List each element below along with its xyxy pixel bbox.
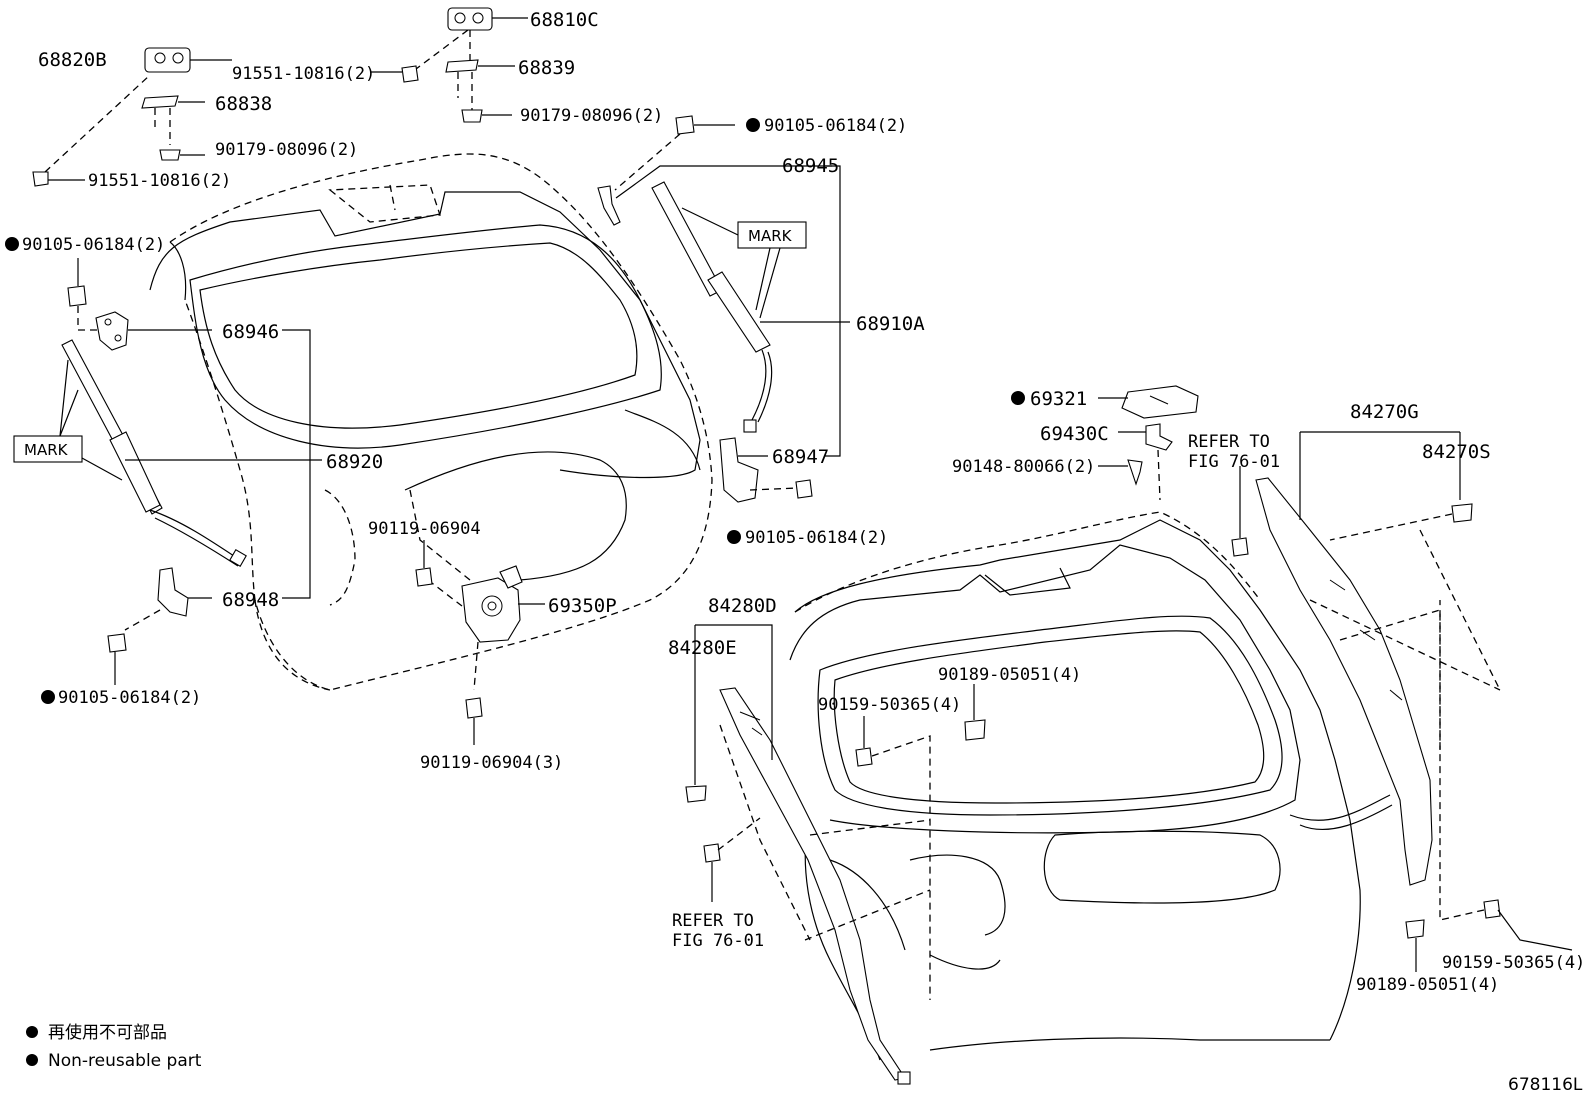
label-68945: 68945: [782, 155, 839, 177]
label-68910A: 68910A: [856, 313, 925, 335]
nut-90179-left: [159, 149, 205, 161]
hinge-68810C: [411, 7, 528, 73]
dash-guide-right-b: [1419, 529, 1501, 691]
dash-guide-left-a: [809, 819, 931, 836]
plate-68839: [445, 59, 515, 110]
label-91551-lower: 91551-10816(2): [88, 171, 231, 191]
clip-refer-right: [1231, 466, 1249, 557]
figure-id: 678116L: [1508, 1075, 1583, 1095]
label-90119: 90119-06904: [368, 519, 481, 539]
label-84280E: 84280E: [668, 637, 737, 659]
leader-84280D: [695, 624, 773, 760]
bolt-90119-06904: [415, 540, 433, 587]
label-90105-left-upper: 90105-06184(2): [22, 235, 165, 255]
bolt-91551-left-lower: [32, 74, 151, 187]
nut-90179-right: [461, 109, 512, 123]
non-reusable-dot: [41, 690, 55, 704]
damper-stay-68920: [61, 339, 322, 567]
clip-84280E: [685, 785, 707, 803]
bolt-90119-06904-3: [465, 697, 483, 745]
label-68946: 68946: [222, 321, 279, 343]
label-68948: 68948: [222, 589, 279, 611]
label-69350P: 69350P: [548, 595, 617, 617]
bracket-69430C: [1118, 423, 1173, 501]
label-68810C: 68810C: [530, 9, 599, 31]
label-refer-left-1: REFER TO: [672, 911, 754, 931]
label-90159-lower: 90159-50365(4): [1442, 953, 1585, 973]
garnish-84280D: [719, 687, 911, 1085]
label-90179-right: 90179-08096(2): [520, 106, 663, 126]
clip-90159-upper: [855, 716, 931, 1000]
legend-dot-jp: [26, 1026, 38, 1038]
label-90189-upper: 90189-05051(4): [938, 665, 1081, 685]
plate-68838: [141, 95, 205, 145]
label-90105-top-right: 90105-06184(2): [764, 116, 907, 136]
bracket-68948: [124, 567, 212, 631]
label-refer-left-2: FIG 76-01: [672, 931, 764, 951]
label-90105-right-lower: 90105-06184(2): [745, 528, 888, 548]
bolt-90105-left-upper: [67, 258, 100, 331]
label-mark-right: MARK: [748, 227, 793, 245]
label-69430C: 69430C: [1040, 423, 1109, 445]
clip-90189-lower: [1405, 919, 1425, 972]
label-68820B: 68820B: [38, 49, 107, 71]
label-84270S: 84270S: [1422, 441, 1491, 463]
legend-text-jp: 再使用不可部品: [48, 1022, 167, 1043]
bracket-68945: [597, 165, 832, 226]
label-91551-upper: 91551-10816(2): [232, 64, 375, 84]
label-90148: 90148-80066(2): [952, 457, 1095, 477]
label-mark-left: MARK: [24, 441, 69, 459]
non-reusable-dot: [727, 530, 741, 544]
label-68839: 68839: [518, 57, 575, 79]
garnish-84270G: [1255, 477, 1433, 886]
legend-dot-en: [26, 1054, 38, 1066]
label-90119-3: 90119-06904(3): [420, 753, 563, 773]
damper-stay-68910A: [651, 181, 850, 433]
label-refer-right-2: FIG 76-01: [1188, 452, 1280, 472]
clip-90189-upper: [964, 684, 986, 741]
dash-guide-left-b: [804, 889, 931, 941]
legend-text-en: Non-reusable part: [48, 1051, 202, 1071]
hinge-68820B: [144, 47, 232, 73]
bracket-68946: [95, 311, 212, 351]
bolt-90105-right-upper: [614, 115, 735, 191]
label-69321: 69321: [1030, 388, 1087, 410]
dash-guide-right: [1309, 599, 1501, 750]
label-90189-lower: 90189-05051(4): [1356, 975, 1499, 995]
screw-90148: [1098, 459, 1143, 486]
clip-84270S: [1329, 503, 1473, 541]
left-back-door-outline: [149, 153, 713, 691]
leader-68946-68948: [282, 329, 311, 599]
bolt-91551-right-upper: [370, 65, 419, 83]
label-68947: 68947: [772, 446, 829, 468]
label-90179-left: 90179-08096(2): [215, 140, 358, 160]
mark-box-right: [681, 207, 807, 319]
label-68920: 68920: [326, 451, 383, 473]
label-84280D: 84280D: [708, 595, 777, 617]
mark-box-left: [13, 359, 123, 481]
label-90159-upper: 90159-50365(4): [818, 695, 961, 715]
emblem-69321: [1098, 385, 1199, 419]
leader-68945-68947: [825, 165, 841, 457]
bracket-68947: [719, 437, 799, 503]
clip-refer-left: [703, 817, 761, 902]
lock-motor-69350P: [427, 565, 545, 691]
label-68838: 68838: [215, 93, 272, 115]
bolt-90105-left-lower: [107, 633, 127, 685]
clip-90159-lower: [1439, 600, 1573, 951]
non-reusable-dot: [5, 237, 19, 251]
label-84270G: 84270G: [1350, 401, 1419, 423]
non-reusable-dot: [1011, 391, 1025, 405]
label-90105-left-lower: 90105-06184(2): [58, 688, 201, 708]
non-reusable-dot: [746, 118, 760, 132]
right-back-door-outline: [789, 511, 1393, 1061]
bolt-90105-right-lower: [795, 479, 813, 499]
label-refer-right-1: REFER TO: [1188, 432, 1270, 452]
